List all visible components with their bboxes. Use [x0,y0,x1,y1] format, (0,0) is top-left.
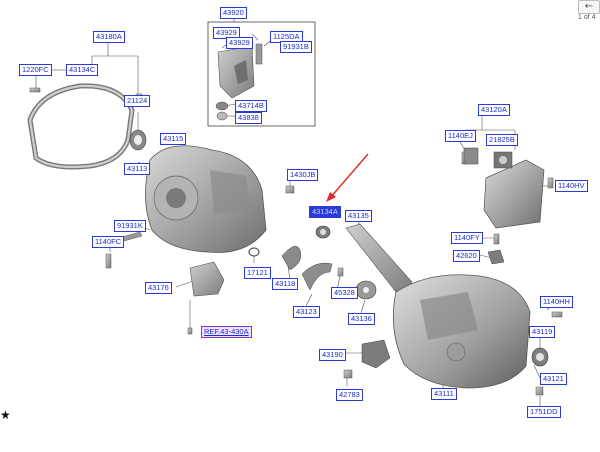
part-label-42783[interactable]: 42783 [336,389,363,401]
part-label-1140FY[interactable]: 1140FY [451,232,483,244]
star-icon: ★ [0,408,11,422]
part-label-1140EJ[interactable]: 1140EJ [445,130,476,142]
part-label-1140FC[interactable]: 1140FC [92,236,125,248]
part-label-91931B[interactable]: 91931B [280,41,312,53]
part-label-43111[interactable]: 43111 [431,388,457,400]
part-label-21825B[interactable]: 21825B [486,134,518,146]
part-label-1140HV[interactable]: 1140HV [555,180,588,192]
part-label-42620[interactable]: 42620 [453,250,480,262]
part-label-43120A[interactable]: 43120A [478,104,510,116]
part-label-43118[interactable]: 43118 [272,278,299,290]
part-label-21124[interactable]: 21124 [124,95,151,107]
part-label-91931K[interactable]: 91931K [114,220,146,232]
part-label-1751DD[interactable]: 1751DD [527,406,561,418]
part-label-43134C[interactable]: 43134C [66,64,99,76]
part-label-43714B[interactable]: 43714B [235,100,267,112]
part-label-43190[interactable]: 43190 [319,349,346,361]
part-label-43134A-highlighted[interactable]: 43134A [309,206,341,218]
part-label-43180A[interactable]: 43180A [93,31,125,43]
part-label-43838[interactable]: 43838 [235,112,262,124]
ref-link-43-430A[interactable]: REF.43-430A [201,326,252,338]
part-label-45328[interactable]: 45328 [331,287,358,299]
part-label-43123[interactable]: 43123 [293,306,320,318]
part-label-43176[interactable]: 43176 [145,282,172,294]
part-label-43119[interactable]: 43119 [529,326,556,338]
part-label-43135[interactable]: 43135 [345,210,372,222]
part-label-43136[interactable]: 43136 [348,313,375,325]
back-button[interactable]: ← [578,0,600,14]
part-label-17121[interactable]: 17121 [244,267,271,279]
part-label-43113[interactable]: 43113 [124,163,151,175]
page-indicator: 1 of 4 [578,14,596,21]
part-label-1430JB[interactable]: 1430JB [287,169,319,181]
highlight-arrow [329,153,369,199]
part-label-1220FC[interactable]: 1220FC [19,64,52,76]
part-label-43115[interactable]: 43115 [160,133,187,145]
part-label-1125DA[interactable]: 1125DA [270,31,303,43]
part-label-43121[interactable]: 43121 [540,373,567,385]
part-label-1140HH[interactable]: 1140HH [540,296,573,308]
part-label-43929-b[interactable]: 43929 [226,37,253,49]
part-label-43920[interactable]: 43920 [220,7,247,19]
